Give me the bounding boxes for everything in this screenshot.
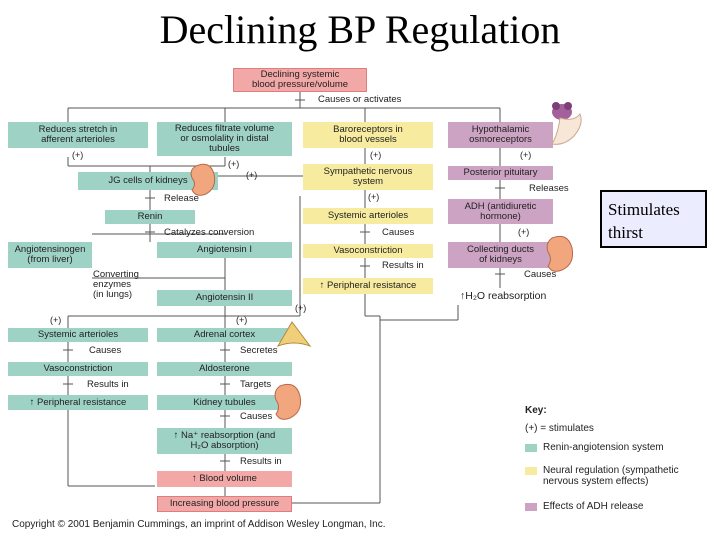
key-swatch-neural [525,467,537,475]
kidney-icon [191,164,215,195]
kidney-icon [275,384,300,419]
key-swatch-renin [525,444,537,452]
copyright-text: Copyright © 2001 Benjamin Cummings, an i… [12,519,385,530]
kidney-icon [547,236,572,271]
stimulates-thirst-callout: Stimulates thirst [600,190,707,248]
key-stimulates: (+) = stimulates [525,423,594,434]
key-swatch-adh [525,503,537,511]
key-item-adh: Effects of ADH release [543,501,643,512]
callout-text: Stimulates thirst [608,200,680,242]
key-item-renin: Renin-angiotension system [543,442,664,453]
brain-icon [552,102,581,144]
key-item-neural: Neural regulation (sympathetic nervous s… [543,465,679,487]
adrenal-gland-icon [278,322,310,346]
key-header: Key: [525,405,547,416]
